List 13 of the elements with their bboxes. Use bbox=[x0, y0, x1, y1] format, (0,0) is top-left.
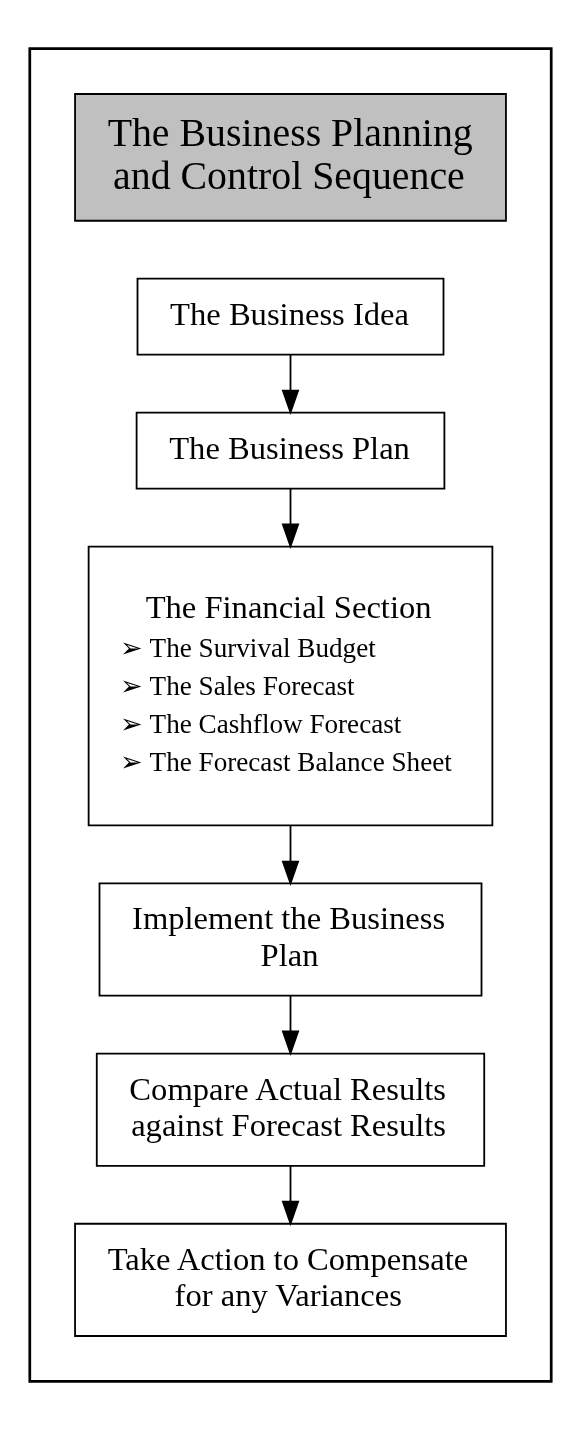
arrow bbox=[281, 1164, 300, 1226]
cluster bbox=[28, 46, 553, 1383]
node-box: The Business Idea bbox=[136, 277, 445, 356]
arrow bbox=[281, 994, 300, 1056]
node-box: The Financial Section ➢ The Survival Budget ➢ The Sales Forecast ➢ The Cashflow Forecast ➢ The Forecast Balance Sheet bbox=[87, 545, 494, 826]
node-box: The Business Planning and Control Sequence bbox=[74, 92, 507, 222]
arrow bbox=[281, 824, 300, 886]
node-box: Take Action to Compensate for any Variances bbox=[74, 1222, 507, 1337]
node-box: Implement the Business Plan bbox=[98, 881, 483, 997]
arrow bbox=[281, 487, 300, 549]
arrow bbox=[281, 353, 300, 415]
node-box: Compare Actual Results against Forecast Results bbox=[95, 1052, 486, 1167]
node-box: The Business Plan bbox=[135, 411, 446, 490]
